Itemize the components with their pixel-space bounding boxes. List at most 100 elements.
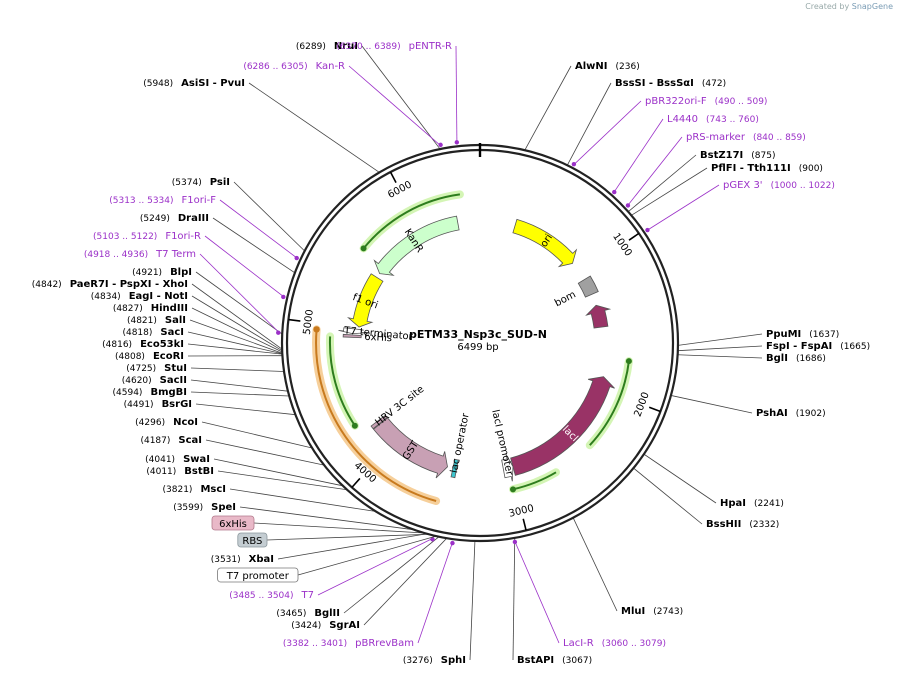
primer-pgex-3[interactable]: pGEX 3'(1000 .. 1022) [723, 180, 835, 191]
feature-f1-ori[interactable] [347, 273, 384, 328]
site-bsrgi[interactable]: (4491)BsrGI [124, 399, 192, 410]
site-bstapi[interactable]: BstAPI(3067) [517, 655, 592, 666]
site-sacii[interactable]: (4620)SacII [122, 375, 187, 386]
site-psii[interactable]: (5374)PsiI [172, 177, 230, 188]
primer-kan-r[interactable]: (6286 .. 6305)Kan-R [243, 61, 345, 72]
feature-laci[interactable] [510, 376, 615, 476]
feature-rop[interactable] [585, 304, 612, 329]
site-bgli[interactable]: BglI(1686) [766, 353, 826, 364]
label-box [237, 532, 268, 548]
site-bsshii[interactable]: BssHII(2332) [706, 519, 779, 530]
site-label-text: (4821)SalI [127, 315, 186, 326]
tick-label: 1000 [610, 231, 634, 258]
snapgene-credit: Created by SnapGene [805, 2, 893, 11]
site-position: (4594) [113, 388, 143, 398]
primer-t7[interactable]: (3485 .. 3504)T7 [229, 590, 314, 601]
site-fspi-fspai[interactable]: FspI - FspAI(1665) [766, 341, 870, 352]
primer-t7-term[interactable]: (4918 .. 4936)T7 Term [84, 249, 196, 260]
site-label-text: (4921)BlpI [132, 267, 192, 278]
site-label-text: (4834)EagI - NotI [91, 291, 188, 302]
site-position: (5103 .. 5122) [93, 232, 157, 242]
label-leaders [187, 45, 763, 661]
feature-laci-promoter[interactable] [501, 453, 514, 482]
feature-t7-terminator[interactable] [338, 327, 367, 335]
feature-gst[interactable] [372, 417, 448, 479]
orange-arc-layer [312, 325, 441, 505]
site-ncoi[interactable]: (4296)NcoI [135, 417, 198, 428]
site-saci[interactable]: (4818)SacI [122, 327, 184, 338]
site-spei[interactable]: (3599)SpeI [173, 502, 236, 513]
site-pflfi-tth111i[interactable]: PflFI - Tth111I(900) [711, 163, 823, 174]
6xHis-box[interactable]: 6xHis [211, 515, 255, 531]
site-label-text: (4808)EcoRI [115, 351, 184, 362]
site-sgrai[interactable]: (3424)SgrAI [291, 620, 360, 631]
site-position: (4725) [126, 364, 156, 374]
feature-lac-operator[interactable] [450, 458, 459, 479]
feature-bom[interactable] [577, 275, 599, 298]
green-arc-left-head [351, 422, 358, 429]
feature-hrv-3c-site[interactable] [370, 414, 388, 430]
primer-f1ori-r[interactable]: (5103 .. 5122)F1ori-R [93, 231, 201, 242]
site-nrui[interactable]: (6289)NruI [296, 41, 358, 52]
site-bglii[interactable]: (3465)BglII [276, 608, 340, 619]
leader-line [297, 535, 437, 576]
site-xbai[interactable]: (3531)XbaI [211, 554, 274, 565]
primer-pbr322ori-f[interactable]: pBR322ori-F(490 .. 509) [645, 96, 767, 107]
site-ppumi[interactable]: PpuMI(1637) [766, 329, 839, 340]
primer-pentr-r[interactable]: (6370 .. 6389)pENTR-R [336, 41, 452, 52]
plasmid-name: pETM33_Nsp3c_SUD-N [409, 328, 547, 341]
primer-pbrrevbam[interactable]: (3382 .. 3401)pBRrevBam [283, 638, 414, 649]
tick-label: 5000 [302, 309, 316, 336]
RBS-box[interactable]: RBS [237, 532, 268, 548]
site-position: (490 .. 509) [715, 97, 768, 107]
site-draiii[interactable]: (5249)DraIII [140, 213, 209, 224]
leader-line [677, 354, 763, 359]
site-scai[interactable]: (4187)ScaI [140, 435, 202, 446]
site-position: (875) [751, 151, 775, 161]
site-label-text: (3465)BglII [276, 608, 340, 619]
primer-laci-r[interactable]: LacI-R(3060 .. 3079) [563, 638, 666, 649]
site-blpi[interactable]: (4921)BlpI [132, 267, 192, 278]
site-eco53ki[interactable]: (4816)Eco53kI [102, 339, 184, 350]
primer-prs-marker[interactable]: pRS-marker(840 .. 859) [686, 132, 806, 143]
leader-line [187, 343, 283, 355]
site-label-text: (6286 .. 6305)Kan-R [243, 61, 345, 72]
site-swai[interactable]: (4041)SwaI [145, 454, 210, 465]
site-asisi-pvui[interactable]: (5948)AsiSI - PvuI [143, 78, 245, 89]
site-name: BssSI - BssSαI [615, 78, 694, 89]
site-pshai[interactable]: PshAI(1902) [756, 408, 826, 419]
site-sali[interactable]: (4821)SalI [127, 315, 186, 326]
leader-line [191, 283, 283, 350]
green-arc-top-head [360, 245, 367, 252]
tick-label: 6000 [386, 179, 414, 201]
site-hindiii[interactable]: (4827)HindIII [113, 303, 188, 314]
primer-f1ori-f[interactable]: (5313 .. 5334)F1ori-F [109, 195, 216, 206]
site-mlui[interactable]: MluI(2743) [621, 606, 683, 617]
leader-line [219, 199, 298, 259]
feature-kanr[interactable] [373, 215, 460, 276]
feature-ori[interactable] [512, 218, 578, 268]
site-sphi[interactable]: (3276)SphI [403, 655, 466, 666]
T7-promoter-box[interactable]: T7 promoter [217, 567, 299, 583]
primer-l4440[interactable]: L4440(743 .. 760) [667, 114, 759, 125]
feature-6xhis[interactable] [342, 333, 362, 339]
site-stui[interactable]: (4725)StuI [126, 363, 187, 374]
site-name: BstAPI [517, 655, 554, 666]
site-alwni[interactable]: AlwNI(236) [575, 61, 640, 72]
site-hpai[interactable]: HpaI(2241) [720, 498, 784, 509]
site-position: (5948) [143, 79, 173, 89]
primer-site-mark [430, 537, 435, 542]
leader-line [573, 100, 642, 166]
site-bsssi-bsss-i[interactable]: BssSI - BssSαI (472) [615, 78, 726, 89]
site-bstbi[interactable]: (4011)BstBI [146, 466, 214, 477]
primer-site-mark [625, 203, 631, 208]
site-position: (472) [702, 79, 726, 89]
site-bmgbi[interactable]: (4594)BmgBI [113, 387, 187, 398]
site-bstz17i[interactable]: BstZ17I(875) [700, 150, 775, 161]
site-paer7i-pspxi-xhoi[interactable]: (4842)PaeR7I - PspXI - XhoI [32, 279, 188, 290]
site-ecori[interactable]: (4808)EcoRI [115, 351, 184, 362]
site-eagi-noti[interactable]: (4834)EagI - NotI [91, 291, 188, 302]
site-label-text: (4827)HindIII [113, 303, 188, 314]
site-label-text: (3821)MscI [163, 484, 227, 495]
site-msci[interactable]: (3821)MscI [163, 484, 227, 495]
